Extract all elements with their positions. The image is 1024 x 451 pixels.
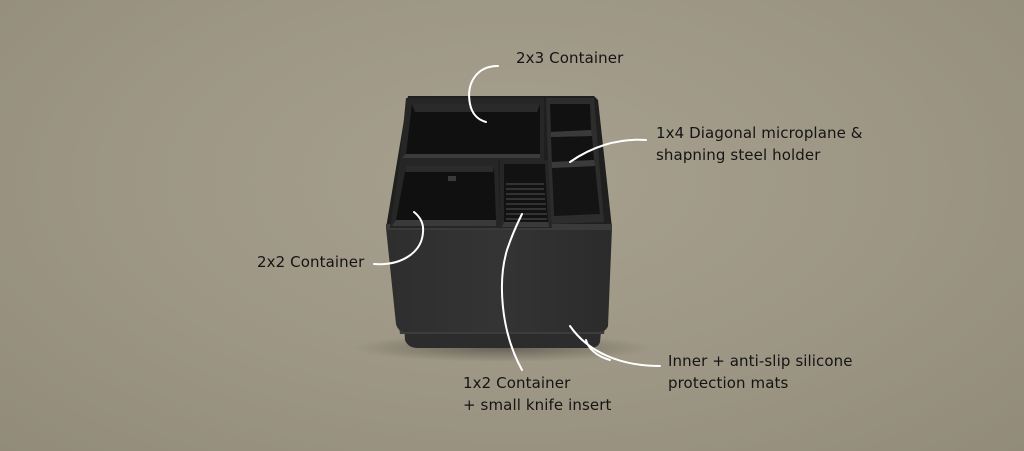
container-1x2 bbox=[500, 160, 552, 228]
leader-2x2 bbox=[373, 211, 425, 266]
container-2x2 bbox=[390, 160, 500, 228]
callout-1x2-line-2: + small knife insert bbox=[463, 396, 612, 414]
callout-mats-line-2: protection mats bbox=[668, 374, 789, 392]
callout-2x2-line-1: 2x2 Container bbox=[257, 253, 365, 271]
leader-mats-b bbox=[585, 339, 611, 361]
callout-2x3-line-1: 2x3 Container bbox=[516, 49, 624, 67]
callout-1x2-container: 1x2 Container + small knife insert bbox=[463, 372, 611, 416]
callout-1x4-holder: 1x4 Diagonal microplane & shapning steel… bbox=[656, 122, 863, 166]
leader-2x3 bbox=[468, 65, 499, 123]
container-2x3 bbox=[400, 98, 544, 160]
knife-insert-slots bbox=[506, 183, 547, 220]
leader-1x2 bbox=[501, 213, 523, 371]
callout-protection-mats: Inner + anti-slip silicone protection ma… bbox=[668, 350, 853, 394]
leader-lines bbox=[373, 65, 661, 371]
callout-1x4-line-2: shapning steel holder bbox=[656, 146, 821, 164]
callout-1x2-line-1: 1x2 Container bbox=[463, 374, 571, 392]
callout-mats-line-1: Inner + anti-slip silicone bbox=[668, 352, 853, 370]
leader-mats-a bbox=[569, 325, 661, 367]
callout-2x2-container: 2x2 Container bbox=[257, 251, 364, 273]
leader-1x4 bbox=[569, 138, 647, 163]
callout-2x3-container: 2x3 Container bbox=[516, 47, 623, 69]
holder-1x4 bbox=[546, 98, 604, 224]
callout-1x4-line-1: 1x4 Diagonal microplane & bbox=[656, 124, 863, 142]
